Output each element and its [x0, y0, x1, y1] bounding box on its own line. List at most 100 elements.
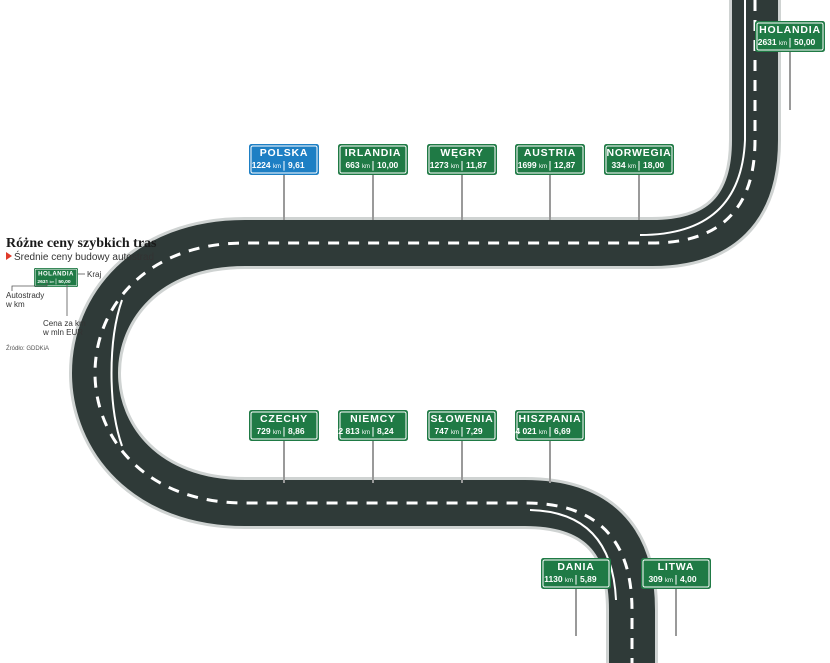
sign-border: [339, 411, 407, 440]
sign-plate: [34, 268, 78, 287]
sign-price: 9,61: [288, 160, 305, 170]
subtitle-marker-icon: [6, 252, 12, 260]
road-center-dashes: [93, 0, 757, 663]
sign-country: LITWA: [658, 561, 695, 573]
sign-km-value: 1224: [252, 160, 273, 170]
sign-km-value: 1273: [430, 160, 451, 170]
sign-km: 2631 km: [37, 279, 54, 285]
sign-km: 1273 km: [430, 160, 459, 170]
sign-country: POLSKA: [260, 147, 309, 159]
legend-km-label-line1: Autostrady: [6, 291, 45, 300]
sign-plate: [641, 558, 711, 589]
sign-country: AUSTRIA: [524, 147, 576, 159]
sign-plate: [427, 410, 497, 441]
sign-border: [250, 411, 318, 440]
legend-price-label-line1: Cena za km: [43, 319, 86, 328]
sign-border: [34, 268, 78, 287]
sign-border: [542, 559, 610, 588]
sign-plate: [427, 144, 497, 175]
sign-km-unit: km: [779, 41, 787, 47]
sign-km-unit: km: [665, 578, 673, 584]
sign-km-value: 309: [648, 574, 665, 584]
sign-country: NIEMCY: [350, 413, 396, 425]
sign-price: 7,29: [466, 426, 483, 436]
sign-km-value: 334: [611, 160, 628, 170]
sign-km-value: 729: [256, 426, 273, 436]
sign-price: 5,89: [580, 574, 597, 584]
sign-country: NORWEGIA: [606, 147, 671, 159]
sign-country: HOLANDIA: [38, 270, 74, 277]
road-edge-line-top: [639, 0, 746, 236]
sign-km-unit: km: [565, 578, 573, 584]
sign-plate: [249, 144, 319, 175]
sign-km-value: 1130: [544, 574, 565, 584]
sign-km: 309 km: [648, 574, 673, 584]
sign-km-value: 14 021: [511, 426, 539, 436]
sign-km-value: 1699: [518, 160, 539, 170]
sign-km: 1224 km: [252, 160, 281, 170]
sign-km: 2631 km: [758, 37, 787, 47]
sign-plate: [541, 558, 611, 589]
road-edge-line-bottom: [529, 509, 617, 601]
sign-km-unit: km: [362, 164, 370, 170]
sign-border: [516, 145, 584, 174]
legend-country-label: Kraj: [87, 270, 102, 279]
sign-price: 4,00: [680, 574, 697, 584]
legend-example-sign: HOLANDIA 2631 km 50,00: [34, 268, 78, 287]
sign-price: 50,00: [58, 279, 71, 285]
sign-price: 12,87: [554, 160, 576, 170]
sign-country: SŁOWENIA: [431, 413, 494, 425]
sign-price: 50,00: [794, 37, 816, 47]
sign-km-unit: km: [628, 164, 636, 170]
sign-km: 747 km: [434, 426, 459, 436]
sign-country: DANIA: [557, 561, 594, 573]
sign-border: [642, 559, 710, 588]
sign-km: 663 km: [345, 160, 370, 170]
legend-leader-lines: [11, 273, 85, 316]
sign-km-value: 2631: [758, 37, 779, 47]
sign-km-unit: km: [451, 430, 459, 436]
sign-km: 1699 km: [518, 160, 547, 170]
sign-plate: [755, 21, 825, 52]
sign-price: 8,86: [288, 426, 305, 436]
sign-km-value: 2631: [37, 279, 49, 285]
sign-km-unit: km: [273, 430, 281, 436]
sign-km: 12 813 km: [334, 426, 370, 436]
sign-km: 1130 km: [544, 574, 573, 584]
sign-country: CZECHY: [260, 413, 308, 425]
sign-km-value: 747: [434, 426, 451, 436]
road-edge-line-left: [110, 299, 123, 447]
sign-km-unit: km: [539, 430, 547, 436]
chart-subtitle: Średnie ceny budowy autostrad: [6, 252, 154, 263]
road-sign: HOLANDIA 2631 km 50,00: [34, 268, 78, 287]
sign-border: [516, 411, 584, 440]
sign-plate: [249, 410, 319, 441]
sign-km-unit: km: [539, 164, 547, 170]
legend-leader-km: [11, 282, 48, 291]
legend-price-label-line2: w mln EUR: [43, 328, 84, 337]
sign-km-unit: km: [273, 164, 281, 170]
sign-border: [339, 145, 407, 174]
sign-poles: [283, 52, 791, 636]
sign-price: 11,87: [466, 160, 487, 170]
sign-border: [605, 145, 673, 174]
sign-price: 18,00: [643, 160, 665, 170]
sign-border: [428, 145, 496, 174]
sign-border: [250, 145, 318, 174]
sign-price: 10,00: [377, 160, 399, 170]
